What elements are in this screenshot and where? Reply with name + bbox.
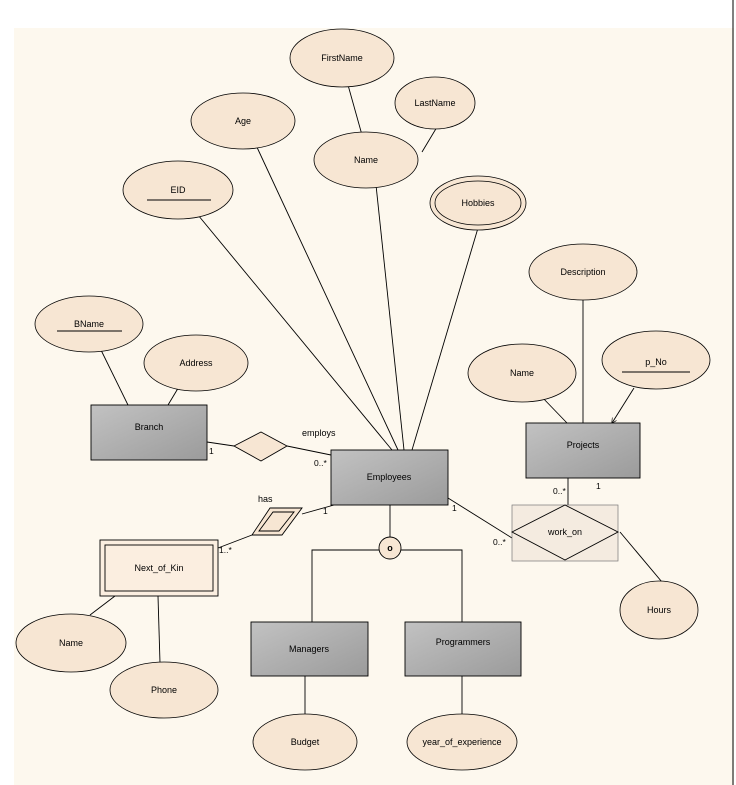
relationship-work-on[interactable] — [511, 504, 619, 561]
entity-branch[interactable] — [90, 404, 208, 461]
year-of-experience-label: year_of_experience — [422, 737, 501, 747]
employs-label: employs — [302, 428, 336, 438]
eid-employees-line — [197, 214, 393, 451]
attribute-age[interactable] — [190, 92, 296, 150]
managers-label: Managers — [289, 644, 330, 654]
bname-branch-line — [99, 347, 129, 406]
pno-label: p_No — [645, 357, 667, 367]
attribute-address[interactable] — [143, 334, 249, 392]
name-employees-line — [375, 184, 405, 451]
attribute-hours[interactable] — [619, 580, 699, 640]
lastname-label: LastName — [414, 98, 455, 108]
attribute-kin-name[interactable] — [15, 613, 127, 673]
eid-label: EID — [170, 185, 186, 195]
name-label: Name — [354, 155, 378, 165]
employees-workon-line — [447, 497, 513, 539]
branch-label: Branch — [135, 422, 164, 432]
card-projects-work-on-one: 1 — [596, 481, 601, 491]
entity-employees[interactable] — [330, 449, 449, 506]
attribute-project-name[interactable] — [467, 343, 577, 403]
firstname-name-line — [347, 84, 363, 136]
has-kin-line — [217, 534, 253, 549]
attribute-year-of-experience[interactable] — [406, 713, 518, 771]
card-employees-has: 1 — [323, 506, 328, 516]
hours-label: Hours — [647, 605, 672, 615]
project-name-label: Name — [510, 368, 534, 378]
hobbies-label: Hobbies — [461, 198, 495, 208]
employees-label: Employees — [367, 472, 412, 482]
card-projects-work-on-many: 0..* — [553, 486, 566, 496]
specialization-programmers-line — [400, 549, 463, 622]
address-label: Address — [179, 358, 213, 368]
specialization-circle[interactable] — [378, 536, 402, 560]
branch-employs-line — [206, 441, 235, 447]
entity-projects[interactable] — [525, 422, 641, 479]
attribute-budget[interactable] — [252, 713, 358, 771]
projects-label: Projects — [567, 440, 600, 450]
budget-label: Budget — [291, 737, 320, 747]
phone-label: Phone — [151, 685, 177, 695]
hobbies-employees-line — [411, 227, 479, 451]
attribute-pno[interactable] — [601, 330, 711, 390]
attribute-firstname[interactable] — [289, 28, 395, 88]
attribute-eid[interactable] — [122, 160, 234, 220]
work-on-label: work_on — [547, 527, 582, 537]
attribute-lastname[interactable] — [394, 76, 476, 130]
employs-employees-line — [286, 445, 332, 456]
card-kin-has: 1..* — [219, 545, 232, 555]
entity-managers[interactable] — [250, 621, 369, 677]
attribute-name[interactable] — [313, 131, 419, 189]
workon-hours-line — [619, 531, 667, 588]
description-label: Description — [560, 267, 605, 277]
relationship-employs[interactable] — [233, 431, 288, 462]
attribute-bname[interactable] — [34, 295, 144, 353]
programmers-label: Programmers — [436, 637, 491, 647]
kin-phone-line — [157, 595, 161, 664]
attribute-description[interactable] — [528, 243, 638, 301]
card-work-on-employees: 0..* — [493, 537, 506, 547]
kin-name-label: Name — [59, 638, 83, 648]
firstname-label: FirstName — [321, 53, 363, 63]
has-label: has — [258, 494, 273, 504]
age-label: Age — [235, 116, 251, 126]
card-branch-employs: 1 — [209, 446, 214, 456]
next-of-kin-label: Next_of_Kin — [134, 563, 183, 573]
attribute-phone[interactable] — [109, 661, 219, 719]
bname-label: BName — [74, 319, 104, 329]
age-employees-line — [254, 142, 399, 451]
kin-name-line — [89, 595, 116, 616]
specialization-managers-line — [311, 549, 380, 622]
entity-programmers[interactable] — [404, 621, 522, 677]
attribute-hobbies[interactable] — [434, 180, 522, 226]
specialization-symbol: o — [387, 543, 393, 553]
entity-next-of-kin[interactable] — [104, 544, 214, 592]
card-employees-employs: 0..* — [314, 458, 327, 468]
card-employees-work-on: 1 — [452, 503, 457, 513]
relationship-has[interactable] — [258, 511, 295, 532]
employees-has-line — [301, 504, 335, 515]
pno-projects-line — [612, 387, 635, 423]
